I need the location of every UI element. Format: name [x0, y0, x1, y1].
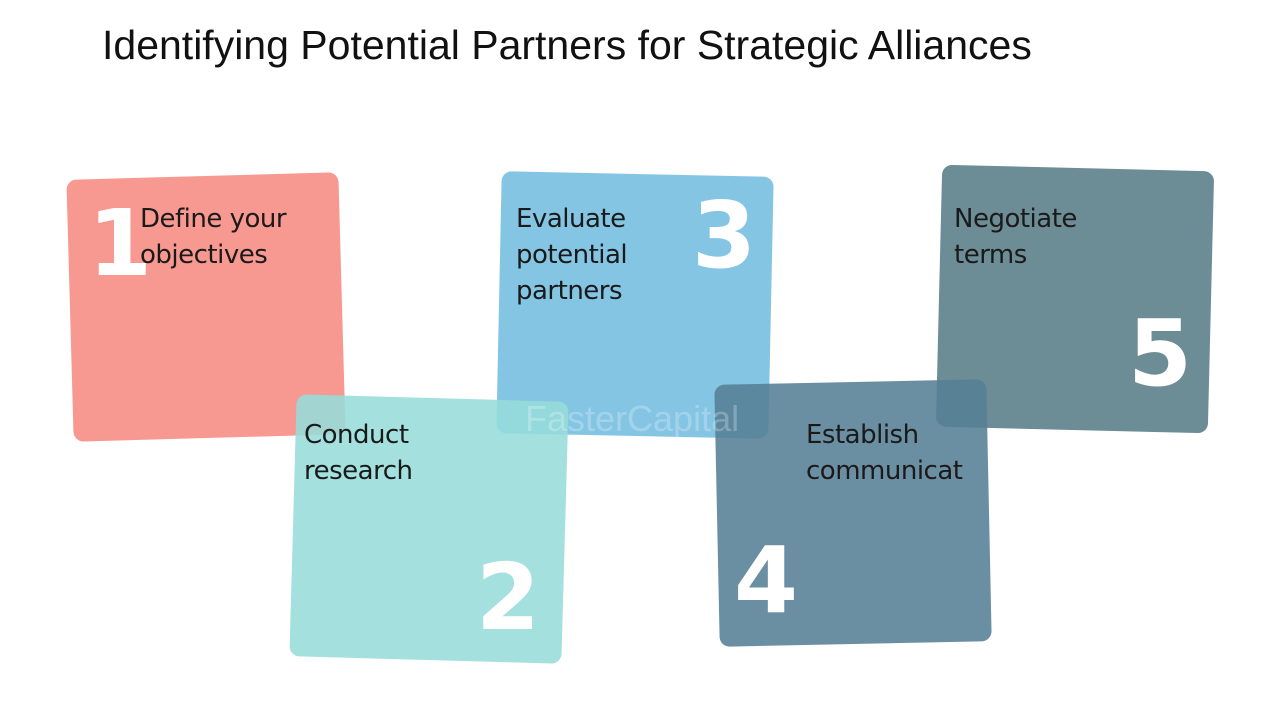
step-number-5: 5	[1128, 300, 1193, 407]
watermark: FasterCapital	[525, 398, 740, 439]
step-3-line-3: partners	[516, 276, 623, 306]
step-4-line-2: communicat	[806, 456, 963, 486]
step-label-2: Conduct research	[304, 417, 413, 489]
step-number-1: 1	[88, 190, 153, 297]
step-3-line-1: Evaluate	[516, 204, 626, 234]
step-1-line-1: Define your	[140, 204, 287, 234]
step-number-3: 3	[692, 182, 757, 289]
step-5-line-1: Negotiate	[954, 204, 1077, 234]
step-label-1: Define your objectives	[140, 201, 287, 273]
step-3-line-2: potential	[516, 240, 628, 270]
step-5-line-2: terms	[954, 240, 1027, 270]
step-label-5: Negotiate terms	[954, 201, 1077, 273]
step-number-4: 4	[734, 527, 799, 634]
step-label-3: Evaluate potential partners	[516, 201, 628, 309]
step-2-line-1: Conduct	[304, 420, 409, 450]
step-2-line-2: research	[304, 456, 413, 486]
step-label-4: Establish communicat	[806, 417, 963, 489]
step-1-line-2: objectives	[140, 240, 268, 270]
step-4-line-1: Establish	[806, 420, 919, 450]
step-number-2: 2	[476, 544, 541, 651]
slide-title: Identifying Potential Partners for Strat…	[102, 22, 1032, 68]
